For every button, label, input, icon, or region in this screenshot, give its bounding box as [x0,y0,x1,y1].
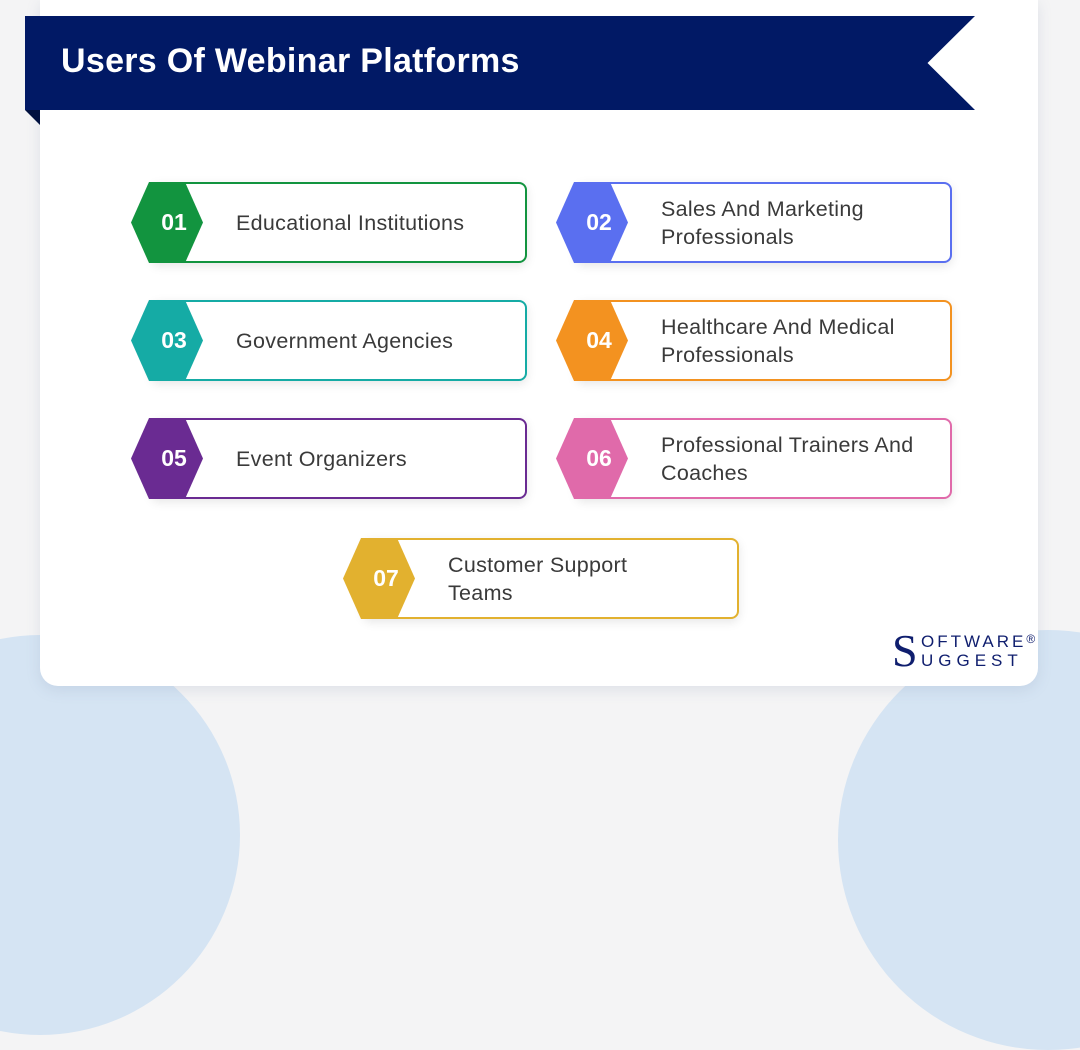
item-box [151,300,527,381]
background-blob-right [838,630,1080,1050]
item-label: Educational Institutions [236,210,465,235]
hexagon-badge-icon: 07 [343,538,415,619]
item-box [363,538,739,619]
item-box [151,418,527,499]
hexagon-badge-icon: 05 [131,418,203,499]
logo-text-top: oftware® [921,632,1035,652]
item-label: Sales And Marketing Professionals [661,196,864,249]
item-number: 02 [586,209,612,235]
item-number: 07 [373,565,399,591]
list-item-01: 01 Educational Institutions [131,182,527,263]
item-label: Government Agencies [236,328,454,353]
item-label: Professional Trainers And Coaches [661,432,914,485]
logo-text-bottom: uggest [921,651,1023,670]
logo-initial: S [892,625,918,676]
item-box [576,300,952,381]
item-number: 04 [586,327,612,353]
logo-word-top: oftware [921,632,1027,651]
hexagon-badge-icon: 06 [556,418,628,499]
list-item-07: 07 Customer Support Teams [343,538,739,619]
item-box [576,418,952,499]
banner-fold [25,110,40,125]
page-title: Users Of Webinar Platforms [61,42,520,80]
hexagon-badge-icon: 01 [131,182,203,263]
item-label: Event Organizers [236,446,407,471]
list-item-03: 03 Government Agencies [131,300,527,381]
hexagon-badge-icon: 02 [556,182,628,263]
list-item-06: 06 Professional Trainers And Coaches [556,418,952,499]
registered-mark-icon: ® [1026,632,1036,646]
item-number: 06 [586,445,612,471]
list-item-05: 05 Event Organizers [131,418,527,499]
background-blob-left [0,635,240,1035]
item-number: 05 [161,445,187,471]
hexagon-badge-icon: 04 [556,300,628,381]
item-number: 01 [161,209,187,235]
item-label: Customer Support Teams [448,552,628,605]
title-banner [25,16,975,110]
item-box [576,182,952,263]
list-item-02: 02 Sales And Marketing Professionals [556,182,952,263]
hexagon-badge-icon: 03 [131,300,203,381]
item-label: Healthcare And Medical Professionals [661,314,895,367]
item-number: 03 [161,327,187,353]
list-item-04: 04 Healthcare And Medical Professionals [556,300,952,381]
